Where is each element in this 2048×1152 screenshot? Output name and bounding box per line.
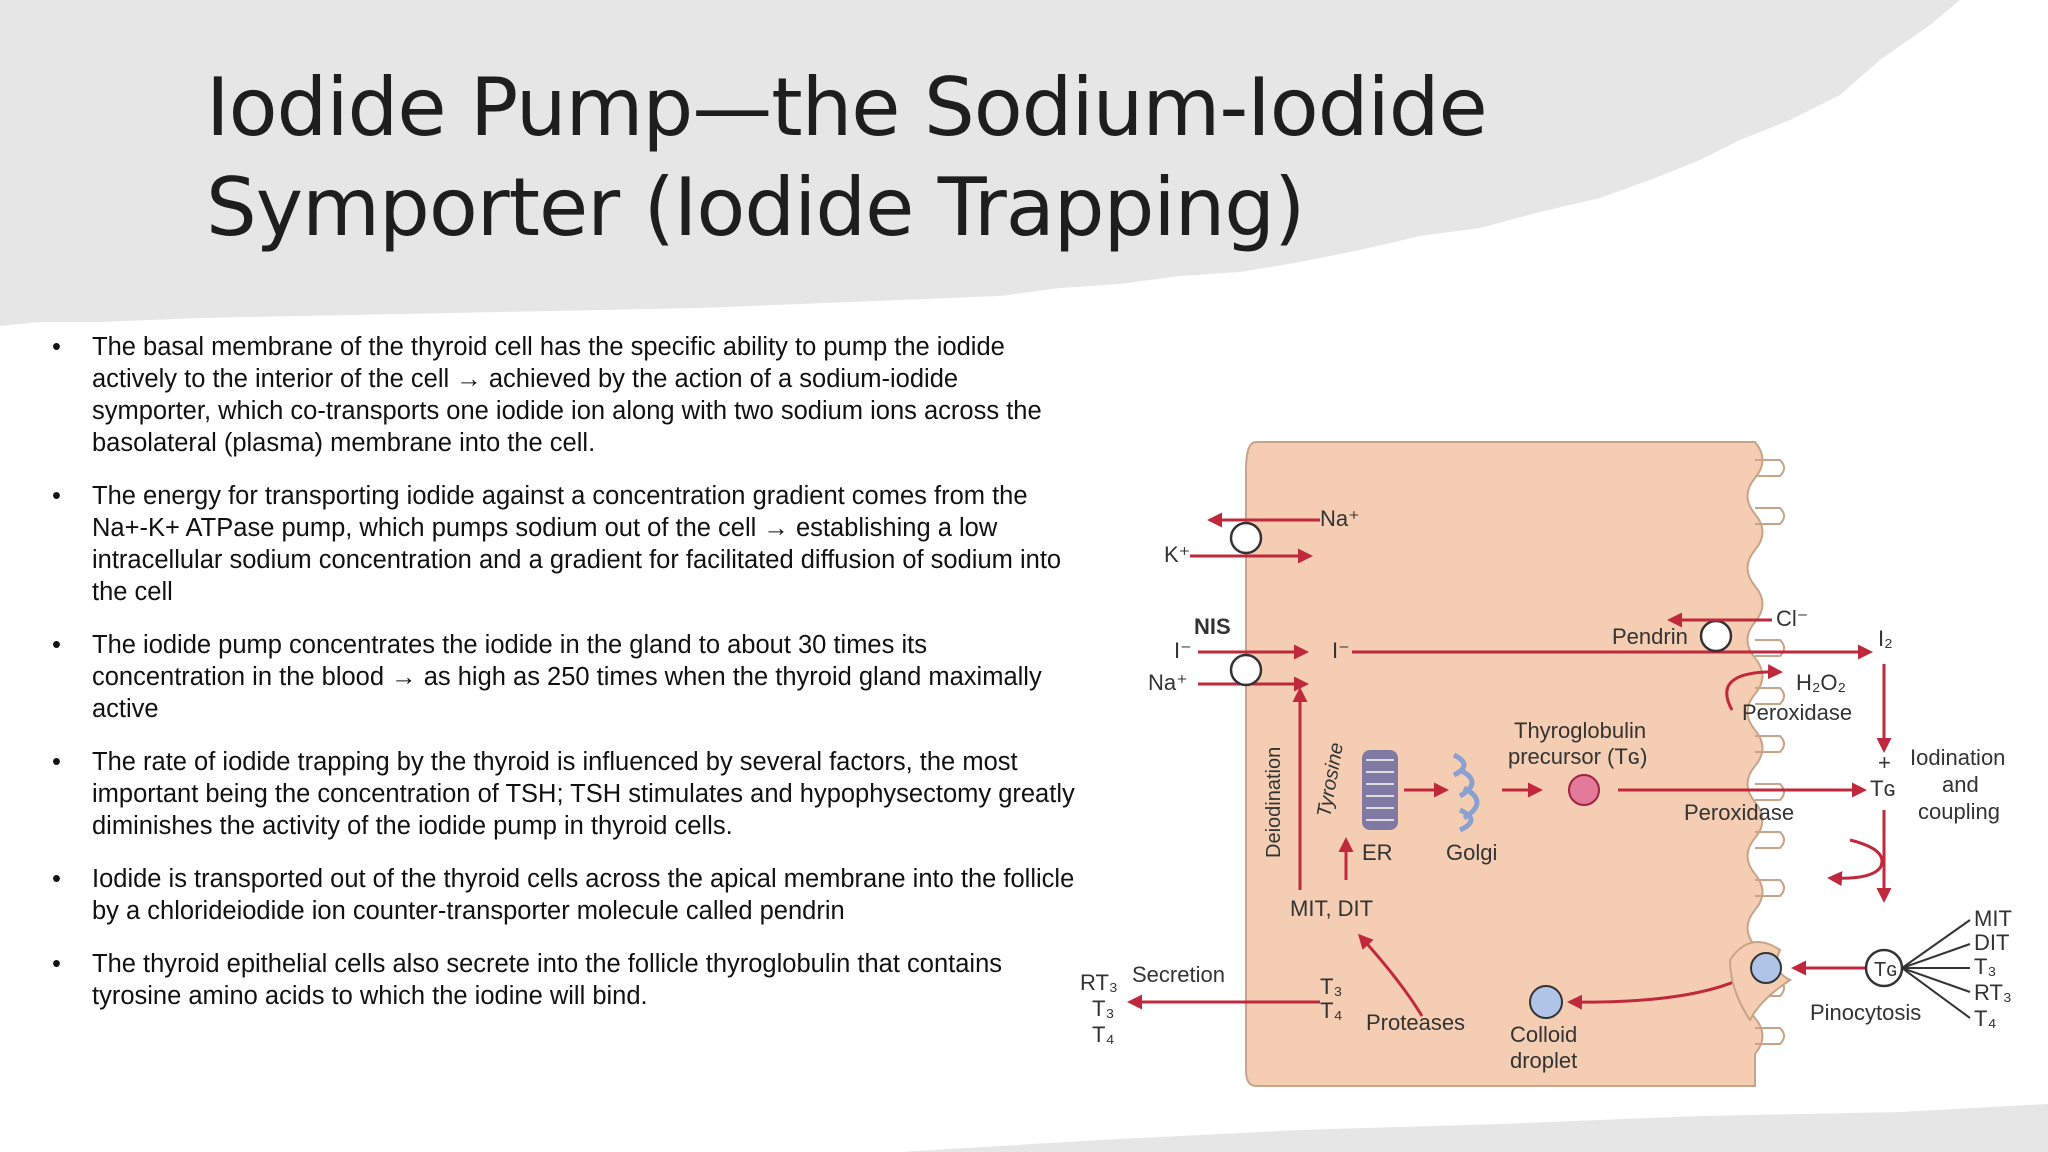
bullet-list: The basal membrane of the thyroid cell h…	[48, 331, 1078, 1033]
torn-paper-band	[0, 0, 1960, 326]
microvilli	[1755, 459, 1785, 1045]
label-tg-circle: Tɢ	[1874, 959, 1897, 981]
arrow-proteases-mit	[1357, 933, 1424, 1017]
nis-symporter	[1198, 644, 1309, 692]
label-secretion: Secretion	[1132, 962, 1225, 987]
label-out-t3: T₃	[1092, 996, 1114, 1021]
thyroglobulin-vesicle	[1568, 774, 1600, 806]
bullet-item: The iodide pump concentrates the iodide …	[48, 629, 1078, 725]
bullet-item: The energy for transporting iodide again…	[48, 480, 1078, 608]
label-product-dit: DIT	[1974, 930, 2009, 955]
golgi-organelle	[1452, 752, 1480, 833]
arrow-h2o2	[1725, 664, 1783, 711]
label-thyroglobulin-1: Thyroglobulin	[1514, 718, 1646, 743]
torn-paper-bottom	[900, 1104, 2048, 1152]
title-line-2: Symporter (Iodide Trapping)	[206, 161, 1305, 254]
tg-product-lines	[1901, 919, 1971, 1019]
label-product-mit: MIT	[1974, 906, 2012, 931]
label-deiodination: Deiodination	[1263, 747, 1285, 858]
label-k-in: K⁺	[1164, 542, 1190, 567]
er-organelle	[1362, 750, 1398, 830]
label-t3: T₃	[1320, 974, 1342, 999]
bullet-item: Iodide is transported out of the thyroid…	[48, 863, 1078, 927]
label-colloid-1: Colloid	[1510, 1022, 1577, 1047]
label-product-t3: T₃	[1974, 954, 1996, 979]
arrow-colloid-return	[1827, 838, 1884, 887]
label-golgi: Golgi	[1446, 840, 1497, 865]
label-i2: I₂	[1878, 626, 1893, 651]
label-nis: NIS	[1194, 614, 1231, 639]
label-er: ER	[1362, 840, 1393, 865]
label-peroxidase-mid: Peroxidase	[1684, 800, 1794, 825]
label-thyroglobulin-2: precursor (Tɢ)	[1508, 744, 1647, 769]
label-tg-mid: Tɢ	[1870, 776, 1896, 801]
label-product-rt3: RT₃	[1974, 980, 2012, 1005]
label-h2o2: H₂O₂	[1796, 670, 1846, 695]
label-na-out: Na⁺	[1320, 506, 1360, 531]
label-product-t4: T₄	[1974, 1006, 1996, 1031]
na-k-atpase-pump	[1190, 512, 1320, 564]
label-iodide-out: I⁻	[1174, 638, 1192, 663]
label-chloride: Cl⁻	[1776, 606, 1808, 631]
label-iodination-2: and	[1942, 772, 1979, 797]
label-pendrin: Pendrin	[1612, 624, 1688, 649]
label-na-in: Na⁺	[1148, 670, 1188, 695]
label-pinocytosis: Pinocytosis	[1810, 1000, 1921, 1025]
label-proteases: Proteases	[1366, 1010, 1465, 1035]
label-colloid-2: droplet	[1510, 1048, 1577, 1073]
label-iodination-1: Iodination	[1910, 745, 2005, 770]
pinocytosis-vesicle	[1750, 952, 1782, 984]
label-plus: +	[1878, 750, 1891, 775]
slide-title: Iodide Pump—the Sodium-Iodide Symporter …	[206, 58, 1706, 258]
label-out-t4: T₄	[1092, 1022, 1114, 1047]
pendrin-channel	[1699, 619, 1733, 653]
label-out-rt3: RT₃	[1080, 970, 1118, 995]
label-iodide-in: I⁻	[1332, 638, 1350, 663]
label-iodination-3: coupling	[1918, 799, 2000, 824]
bullet-item: The basal membrane of the thyroid cell h…	[48, 331, 1078, 459]
bullet-item: The rate of iodide trapping by the thyro…	[48, 746, 1078, 842]
label-peroxidase-top: Peroxidase	[1742, 700, 1852, 725]
label-mit-dit: MIT, DIT	[1290, 896, 1373, 921]
title-line-1: Iodide Pump—the Sodium-Iodide	[206, 61, 1488, 154]
thyroid-cell-diagram: Na⁺ K⁺ NIS I⁻ Na⁺ I⁻ Pendrin Cl⁻ I₂ H₂O₂…	[1080, 441, 2012, 1087]
colloid-droplet	[1529, 985, 1563, 1019]
label-t4: T₄	[1320, 998, 1342, 1023]
bullet-item: The thyroid epithelial cells also secret…	[48, 948, 1078, 1012]
